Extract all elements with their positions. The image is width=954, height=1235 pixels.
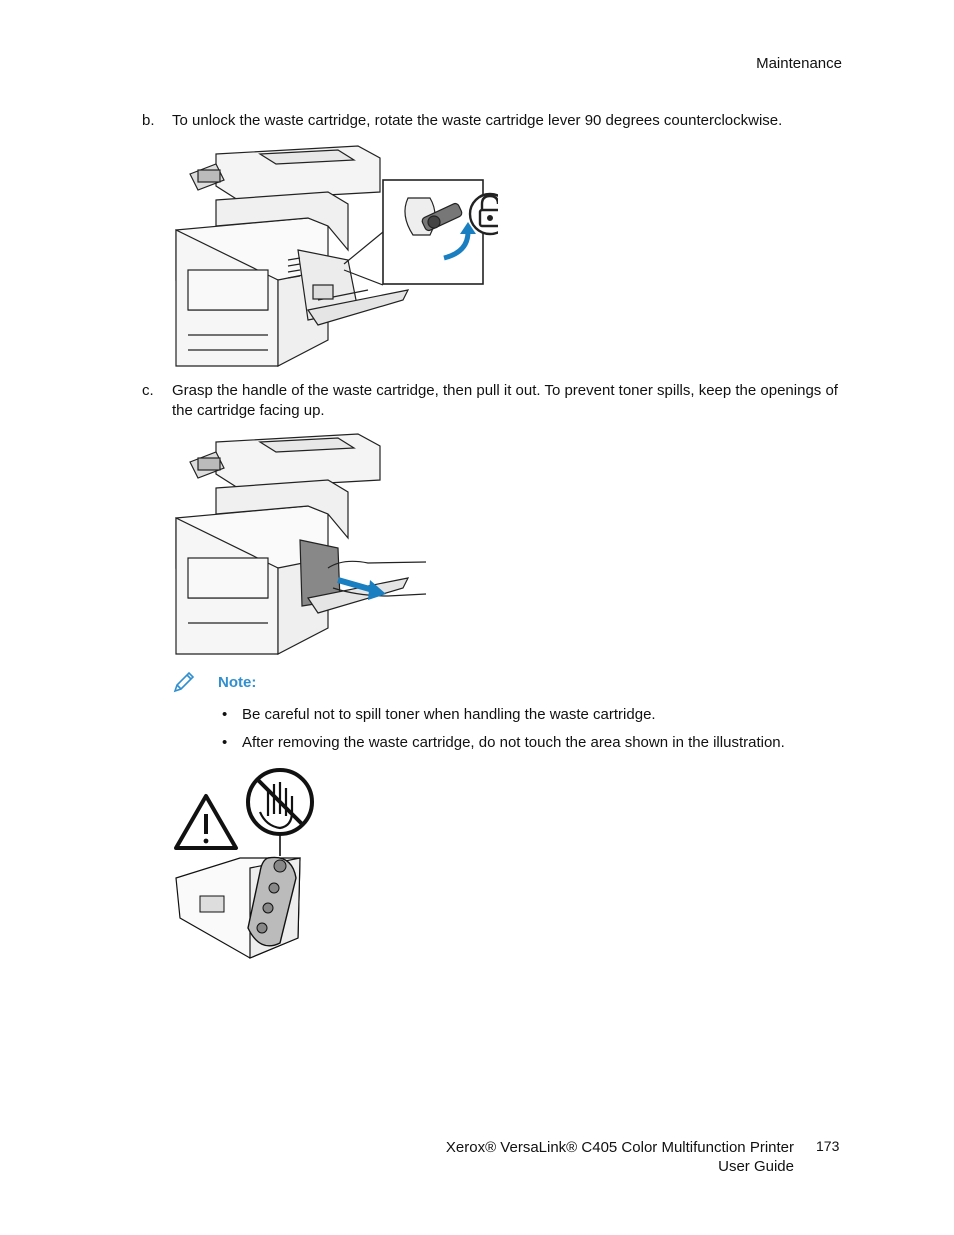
warning-icon [174, 794, 238, 850]
step-marker: b. [142, 112, 155, 129]
printer-unlock-illustration [175, 145, 498, 367]
step-marker: c. [142, 382, 154, 399]
footer: Xerox® VersaLink® C405 Color Multifuncti… [446, 1138, 794, 1176]
footer-product: Xerox® VersaLink® C405 Color Multifuncti… [445, 1139, 794, 1156]
printer-remove-cartridge-illustration [175, 433, 427, 655]
footer-guide: User Guide [718, 1158, 794, 1175]
page-number: 173 [816, 1138, 840, 1154]
section-header: Maintenance [756, 55, 842, 72]
bullet-text: Be careful not to spill toner when handl… [242, 706, 656, 723]
step-text: Grasp the handle of the waste cartridge,… [172, 382, 838, 419]
pencil-icon [173, 671, 195, 693]
do-not-touch-illustration [174, 768, 314, 959]
step-text: To unlock the waste cartridge, rotate th… [172, 112, 783, 129]
note-label: Note: [218, 674, 257, 691]
bullet-text: After removing the waste cartridge, do n… [242, 734, 785, 751]
